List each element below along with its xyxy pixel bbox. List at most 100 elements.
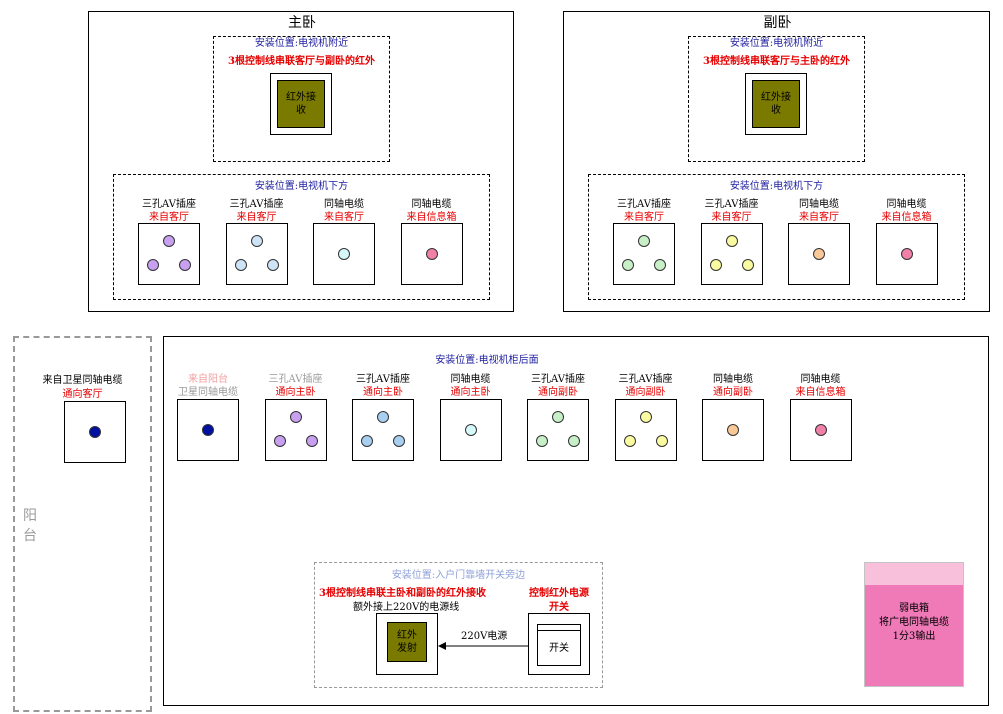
living-socket-name: 三孔AV插座	[618, 374, 673, 385]
socket-hole	[361, 435, 373, 447]
weak-electric-box: 弱电箱 将广电同轴电缆 1分3输出	[864, 562, 964, 687]
master-socket	[138, 223, 200, 285]
switch-label: 开关	[549, 643, 569, 654]
living-socket	[352, 399, 414, 461]
master-socket-name: 同轴电缆	[324, 199, 364, 210]
master-socket-sub: 来自客厅	[324, 212, 364, 223]
balcony-label: 阳台	[23, 508, 37, 544]
second-socket	[700, 223, 763, 285]
second-ir-receiver-frame: 红外接收	[745, 73, 807, 135]
door-zone: 安装位置:入户门靠墙开关旁边 3根控制线串联主卧和副卧的红外接收 额外接上220…	[314, 562, 603, 688]
balcony-zone: 阳台 来自卫星同轴电缆 通向客厅	[13, 336, 152, 712]
second-ir-receiver: 红外接收	[752, 80, 800, 128]
master-socket	[225, 223, 288, 285]
socket-hole	[163, 235, 175, 247]
socket-hole	[273, 435, 286, 447]
master-socket-sub: 来自信息箱	[406, 212, 457, 223]
master-socket	[400, 223, 463, 285]
second-socket	[875, 223, 938, 285]
weak-electric-box-top	[865, 563, 963, 585]
master-bedroom-panel: 主卧 安装位置:电视机附近 3根控制线串联客厅与副卧的红外 红外接收 安装位置:…	[88, 11, 514, 312]
master-socket-sub: 来自客厅	[149, 212, 189, 223]
second-socket-name: 同轴电缆	[799, 199, 839, 210]
switch-plate[interactable]: 开关	[537, 624, 581, 666]
master-ir-zone-note: 3根控制线串联客厅与副卧的红外	[228, 56, 375, 67]
socket-hole	[654, 259, 666, 271]
socket-hole	[655, 435, 668, 447]
socket-hole	[305, 435, 318, 447]
second-ir-zone-label: 安装位置:电视机附近	[729, 38, 824, 49]
switch-title: 控制红外电源	[529, 588, 589, 599]
second-socket	[613, 223, 675, 285]
socket-hole	[179, 259, 191, 271]
socket-hole	[425, 248, 438, 260]
second-socket-sub: 来自信息箱	[881, 212, 932, 223]
second-socket	[788, 223, 850, 285]
living-socket-name: 同轴电缆	[800, 374, 841, 385]
second-bedroom-panel: 副卧 安装位置:电视机附近 3根控制线串联客厅与主卧的红外 红外接收 安装位置:…	[563, 11, 990, 312]
ir-emitter-label: 红外发射	[397, 630, 417, 654]
master-ir-receiver-frame: 红外接收	[270, 73, 332, 135]
master-ir-zone: 安装位置:电视机附近 3根控制线串联客厅与副卧的红外 红外接收	[213, 36, 390, 162]
second-tv-zone: 安装位置:电视机下方	[588, 174, 965, 300]
master-socket-name: 同轴电缆	[411, 199, 452, 210]
balcony-socket	[64, 401, 126, 463]
master-socket-name: 三孔AV插座	[142, 199, 196, 210]
socket-hole	[147, 259, 159, 271]
living-zone-label: 安装位置:电视机柜后面	[435, 355, 539, 366]
door-zone-note2: 额外接上220V的电源线	[353, 602, 460, 613]
switch-title2: 开关	[549, 602, 569, 613]
living-room-panel: 安装位置:电视机柜后面 来自阳台卫星同轴电缆三孔AV插座通向主卧三孔AV插座通向…	[163, 336, 989, 706]
weak-box-line2: 1分3输出	[892, 631, 936, 642]
living-socket-name: 三孔AV插座	[268, 374, 323, 385]
weak-box-line1: 将广电同轴电缆	[879, 617, 949, 628]
master-socket-sub: 来自客厅	[236, 212, 277, 223]
living-socket-sub: 通向副卧	[625, 387, 666, 398]
living-socket-name: 来自阳台	[188, 374, 228, 385]
weak-box-title: 弱电箱	[899, 603, 929, 614]
living-socket-sub: 来自信息箱	[795, 387, 846, 398]
second-socket-sub: 来自客厅	[799, 212, 839, 223]
socket-hole	[393, 435, 405, 447]
socket-hole	[813, 248, 825, 260]
master-socket-name: 三孔AV插座	[229, 199, 284, 210]
second-socket-name: 三孔AV插座	[617, 199, 671, 210]
living-socket	[527, 399, 589, 461]
living-socket	[789, 399, 852, 461]
living-socket-name: 同轴电缆	[450, 374, 491, 385]
master-ir-zone-label: 安装位置:电视机附近	[254, 38, 349, 49]
ir-emitter: 红外发射	[387, 622, 427, 662]
socket-hole	[741, 259, 754, 271]
master-socket	[313, 223, 375, 285]
socket-hole	[552, 411, 564, 423]
socket-hole	[536, 435, 548, 447]
socket-hole	[266, 259, 279, 271]
living-socket-sub: 通向主卧	[450, 387, 491, 398]
socket-hole	[377, 411, 389, 423]
socket-hole	[623, 435, 636, 447]
socket-hole	[234, 259, 247, 271]
second-bedroom-title: 副卧	[763, 15, 792, 31]
socket-hole	[568, 435, 580, 447]
switch-plate-line	[538, 630, 580, 631]
wire-label: 220V电源	[461, 631, 508, 642]
living-socket	[177, 399, 239, 461]
second-socket-sub: 来自客厅	[624, 212, 664, 223]
socket-hole	[814, 424, 827, 436]
master-ir-receiver-label: 红外接收	[286, 92, 316, 116]
living-socket-sub: 卫星同轴电缆	[178, 387, 238, 398]
second-socket-name: 三孔AV插座	[704, 199, 759, 210]
ir-emitter-frame: 红外发射	[376, 613, 438, 675]
socket-hole	[464, 424, 477, 436]
socket-hole	[709, 259, 722, 271]
living-socket	[439, 399, 502, 461]
second-ir-zone: 安装位置:电视机附近 3根控制线串联客厅与主卧的红外 红外接收	[688, 36, 865, 162]
master-bedroom-title: 主卧	[288, 15, 316, 31]
socket-hole	[289, 411, 302, 423]
switch-box: 开关	[528, 613, 590, 675]
balcony-socket-sub: 通向客厅	[62, 389, 103, 400]
living-socket-name: 同轴电缆	[713, 374, 753, 385]
living-socket-sub: 通向主卧	[275, 387, 316, 398]
balcony-socket-hole	[89, 426, 101, 438]
living-socket-sub: 通向副卧	[538, 387, 578, 398]
